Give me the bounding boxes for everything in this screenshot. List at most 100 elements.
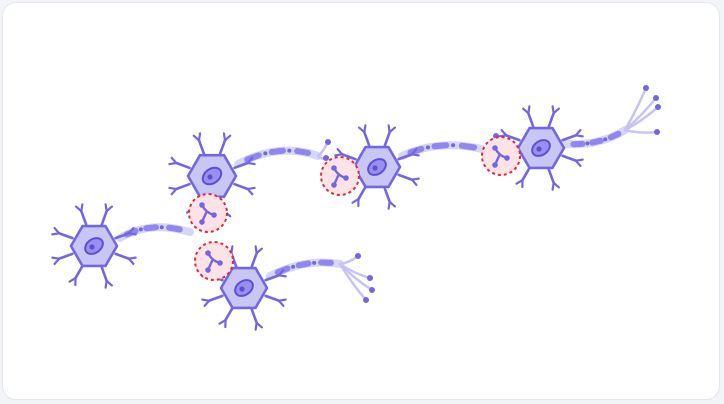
neuron-5-dendrite-tip (254, 321, 258, 331)
synapse-2-bulb (217, 260, 223, 266)
neuron-1-dendrite-tip (53, 226, 61, 235)
neuron-2-dendrite-tip (223, 134, 232, 142)
neuron-5-terminal-bulb (369, 287, 375, 293)
neuron-2-dendrite (197, 138, 206, 155)
neuron-2-dendrite-tip (170, 156, 178, 165)
neuron-4-dendrite-tip (551, 181, 555, 191)
neuron-4-dendrite-tip (527, 105, 531, 115)
neuron-4-terminal-branch (623, 128, 659, 134)
neuron-1-dendrite (114, 252, 131, 260)
neuron-1-axon-node (138, 227, 143, 232)
neuron-2-axon-node (263, 151, 268, 156)
synapse-1-bulb (199, 202, 205, 208)
neuron-1-dendrite-tip (80, 203, 84, 213)
neuron-4-terminal-bulb (655, 104, 661, 110)
neuron-1-dendrite-tip (105, 205, 114, 213)
neuron-5-dendrite-tip (255, 247, 264, 255)
neuron-4-terminal-bulb (654, 129, 660, 135)
neuron-4-dendrite-tip (515, 178, 524, 185)
neuron-1-myelin-segment (143, 224, 160, 232)
neuron-5-dendrite (264, 294, 281, 302)
synapse-3-bulb (331, 165, 337, 171)
neuron-3-dendrite (397, 153, 414, 161)
neuron-5-nucleolus (239, 286, 245, 292)
neuron-5-terminal-branch (338, 262, 368, 302)
neuron-2-dendrite (233, 161, 250, 170)
synapses-layer (188, 136, 521, 281)
neuron-2-axon-node (287, 148, 292, 153)
synapse-4-highlight-icon (481, 136, 521, 176)
neuron-1-dendrite-tip (104, 279, 108, 289)
neuron-4-myelin-segment (589, 137, 604, 146)
neuron-1-axon-node (159, 225, 164, 230)
neuron-4-dendrite-tip (552, 107, 561, 115)
neuron-3-dendrite-tip (388, 126, 397, 134)
neuron-3-dendrite-tip (387, 200, 391, 210)
neuron-4-dendrite (527, 111, 535, 128)
neuron-5-dendrite (207, 294, 224, 302)
neuron-2-myelin-segment (268, 147, 286, 156)
neuron-3-cell (334, 124, 420, 210)
neuron-3-dendrite (383, 187, 391, 204)
neuron-3-axon-node (451, 143, 456, 148)
neuron-5-myelin-segment (295, 260, 312, 269)
neuron-5-dendrite-tip (277, 274, 287, 278)
neuron-1-dendrite (100, 266, 108, 283)
neuron-3-nucleolus (372, 165, 378, 171)
neuron-2-myelin-segment (294, 148, 312, 156)
neuron-3-dendrite (397, 173, 414, 181)
neuron-4-myelin-segment (607, 130, 622, 141)
neuron-5-dendrite (250, 251, 258, 268)
neuron-5-dendrite (250, 308, 258, 325)
neuron-4-dendrite (561, 154, 578, 162)
neuron-3-dendrite (363, 130, 371, 147)
neuron-4-dendrite (547, 111, 555, 128)
neuron-2-terminal-bulb (325, 139, 331, 145)
neuron-1-dendrite (74, 264, 84, 280)
neuron-4-terminal-bulb (653, 95, 659, 101)
neuron-2-nucleolus (207, 174, 213, 180)
synapse-4-bulb (504, 155, 510, 161)
neuron-5-axon-node (312, 260, 317, 265)
neuron-1-dendrite-tip (127, 232, 137, 236)
synapse-2-bulb (205, 267, 211, 273)
neuron-1-cell (51, 203, 137, 289)
synapse-1-bulb (211, 212, 217, 218)
synapse-4-bulb (492, 162, 498, 168)
neuron-3-dendrite (357, 185, 367, 201)
neuron-1-dendrite (100, 209, 108, 226)
neuron-2-dendrite-tip (168, 186, 178, 191)
neuron-4-axon-node (585, 141, 590, 146)
neuron-1-dendrite (80, 209, 88, 226)
neuron-4-nucleolus (536, 146, 542, 152)
neuron-2-dendrite (218, 138, 227, 155)
neurons-layer (51, 105, 584, 331)
neuron-4-terminal-bulb (643, 85, 649, 91)
neuron-4-dendrite-tip (574, 159, 582, 168)
neuron-2-terminal-bulb (323, 155, 329, 161)
neuron-3-dendrite-tip (336, 147, 344, 156)
synapse-2-highlight-icon (194, 241, 234, 281)
synapse-3-bulb (343, 175, 349, 181)
synapse-2-bulb (205, 250, 211, 256)
neuron-4-terminal-branch (623, 105, 660, 132)
neuron-4-dendrite-tip (500, 128, 508, 137)
neuron-5-dendrite-tip (218, 318, 227, 325)
neuron-5-dendrite (264, 274, 281, 282)
neuron-5-terminal-bulb (355, 253, 361, 259)
neuron-5-dendrite-tip (277, 299, 285, 308)
neuron-5-dendrite-tip (201, 298, 211, 302)
neuron-3-myelin-segment (458, 142, 478, 151)
neuron-1-dendrite-tip (127, 257, 135, 266)
neuron-1-myelin-segment (166, 224, 183, 233)
terminals-layer (316, 85, 661, 303)
neuron-4-dendrite (547, 168, 555, 185)
neuron-1-dendrite-tip (68, 276, 77, 283)
neuron-1-dendrite (57, 252, 74, 260)
neuron-4-dendrite (561, 134, 578, 142)
neuron-2-dendrite-tip (197, 132, 202, 142)
neuron-1-dendrite (57, 232, 74, 240)
neuron-4-dendrite-tip (574, 134, 584, 138)
neuron-2-dendrite-tip (246, 161, 256, 166)
